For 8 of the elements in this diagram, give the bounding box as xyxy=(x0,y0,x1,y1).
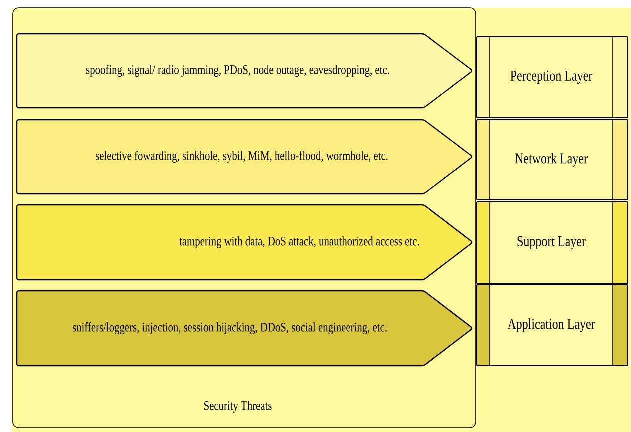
layer-box: Network Layer xyxy=(476,120,628,200)
layer-box: Perception Layer xyxy=(476,36,628,118)
pointed-box: selective fowarding, sinkhole, sybil, MiM, hello-flood, wormhole, etc. xyxy=(16,119,473,195)
pointed-box: sniffers/loggers, injection, session hijacking, DDoS, social engineering, etc. xyxy=(16,290,473,367)
pointed-box: spoofing, signal/ radio jamming, PDoS, node outage, eavesdropping, etc. xyxy=(16,33,473,109)
layer-box: Application Layer xyxy=(476,284,628,366)
pointed-box: tampering with data, DoS attack, unauthorized access etc. xyxy=(16,204,473,281)
layer-box: Support Layer xyxy=(476,202,628,284)
